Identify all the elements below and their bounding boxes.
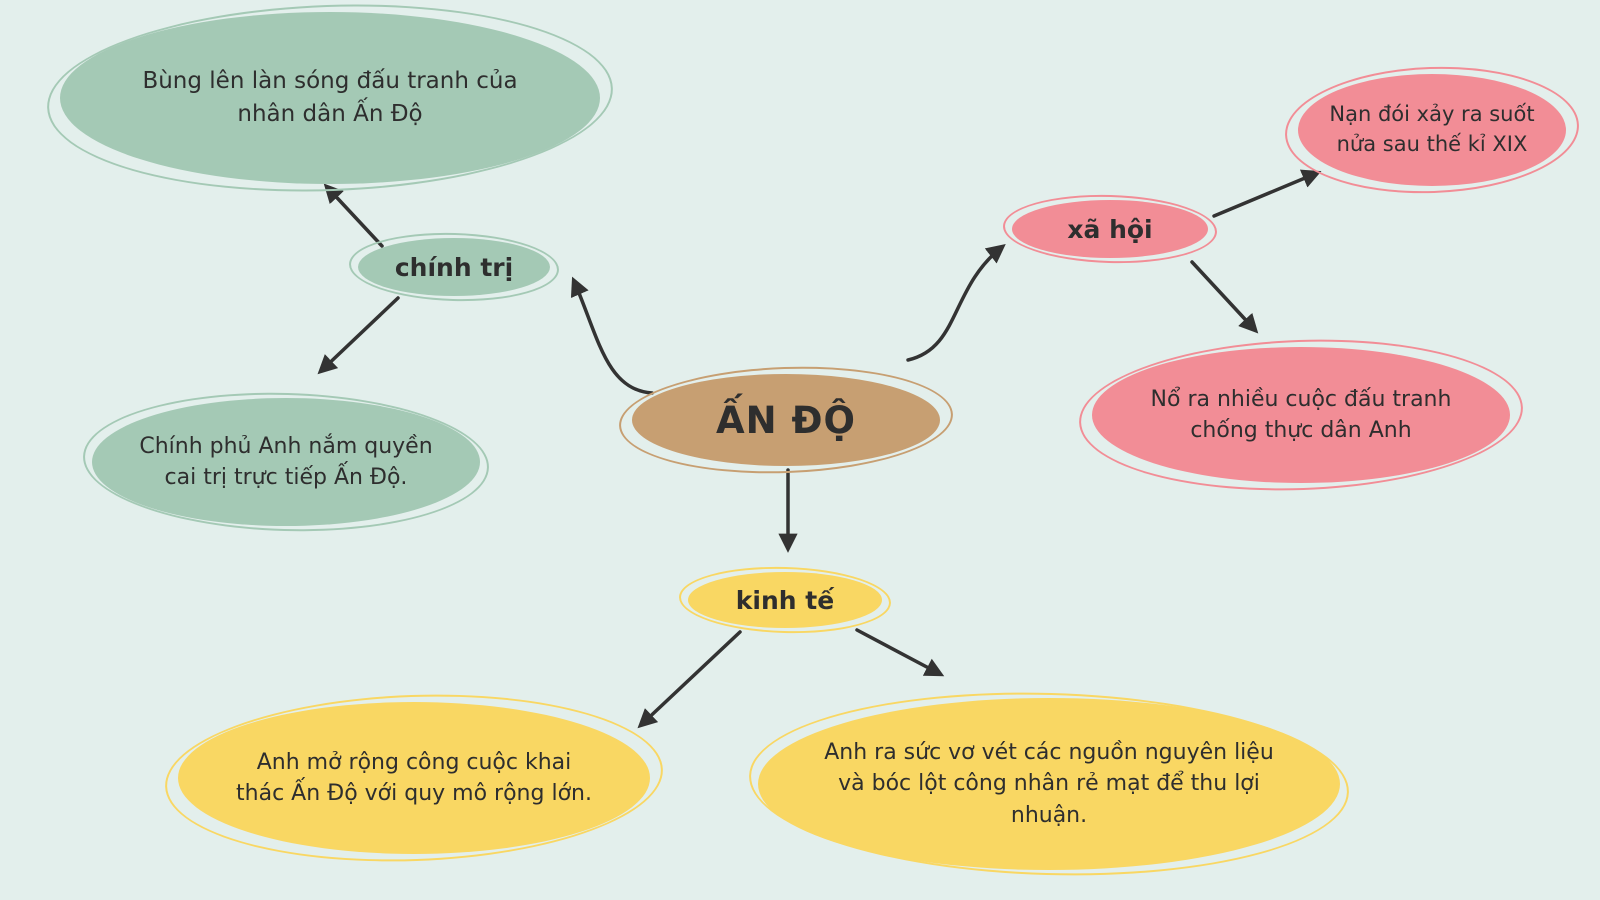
- connector-xa-hoi-no-ra: [1190, 260, 1259, 334]
- node-branch-xa-hoi: xã hội: [1012, 200, 1208, 258]
- connector-center-xa-hoi: [906, 244, 1006, 362]
- connector-xa-hoi-nan-doi: [1212, 169, 1322, 218]
- connector-center-chinh-tri: [570, 276, 654, 395]
- connector-kinh-te-vo-vet: [855, 628, 945, 677]
- node-bung-len-lan-song: Bùng lên làn sóng đấu tranh của nhân dân…: [60, 12, 600, 184]
- connector-chinh-tri-chinh-phu: [317, 296, 400, 375]
- connector-kinh-te-khai-thac: [637, 630, 742, 729]
- node-chinh-phu-anh: Chính phủ Anh nắm quyền cai trị trực tiế…: [92, 398, 480, 526]
- node-nan-doi: Nạn đói xảy ra suốt nửa sau thế kỉ XIX: [1298, 74, 1566, 186]
- node-no-ra-dau-tranh: Nổ ra nhiều cuộc đấu tranh chống thực dâ…: [1092, 347, 1510, 483]
- node-vo-vet: Anh ra sức vơ vét các nguồn nguyên liệu …: [758, 698, 1340, 870]
- node-center-an-do: ẤN ĐỘ: [632, 374, 940, 466]
- node-branch-kinh-te: kinh tế: [688, 572, 882, 628]
- node-khai-thac: Anh mở rộng công cuộc khai thác Ấn Độ vớ…: [178, 702, 650, 854]
- connector-chinh-tri-bung-len: [323, 183, 384, 248]
- node-branch-chinh-tri: chính trị: [358, 238, 550, 296]
